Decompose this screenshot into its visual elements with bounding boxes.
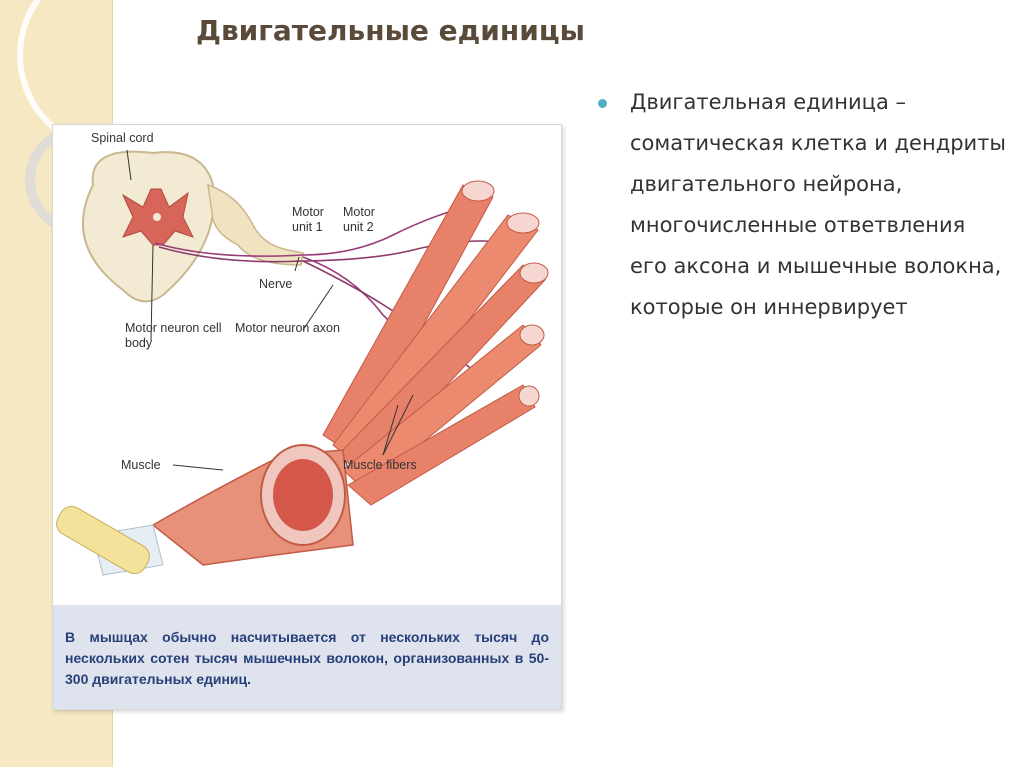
label-pointer-lines [126, 149, 414, 471]
slide-title: Двигательные единицы [196, 14, 585, 47]
figure-caption-text: В мышцах обычно насчитывается от несколь… [65, 629, 549, 687]
bullet-marker-icon [598, 99, 607, 108]
spinal-cord-drawing [82, 150, 304, 303]
figure-caption: В мышцах обычно насчитывается от несколь… [53, 605, 561, 709]
bullet-text: Двигательная единица – соматическая клет… [630, 90, 1007, 319]
label-spinal-cord: Spinal cord [91, 131, 154, 145]
motor-unit-figure: Spinal cord Motor unit 1 Motor unit 2 Ne… [52, 124, 562, 710]
label-motor-neuron-axon: Motor neuron axon [235, 321, 340, 335]
label-nerve: Nerve [259, 277, 293, 291]
label-motor-unit-2: Motor unit 2 [343, 205, 375, 234]
muscle-drawing [56, 444, 354, 576]
label-motor-neuron-cell-body: Motor neuron cell body [125, 321, 222, 350]
muscle-fibers-drawing [322, 180, 549, 506]
label-muscle: Muscle [121, 458, 161, 472]
motor-unit-illustration [56, 149, 549, 576]
label-muscle-fibers: Muscle fibers [343, 458, 417, 472]
bullet-list: Двигательная единица – соматическая клет… [598, 82, 1008, 328]
label-motor-unit-1: Motor unit 1 [292, 205, 324, 234]
